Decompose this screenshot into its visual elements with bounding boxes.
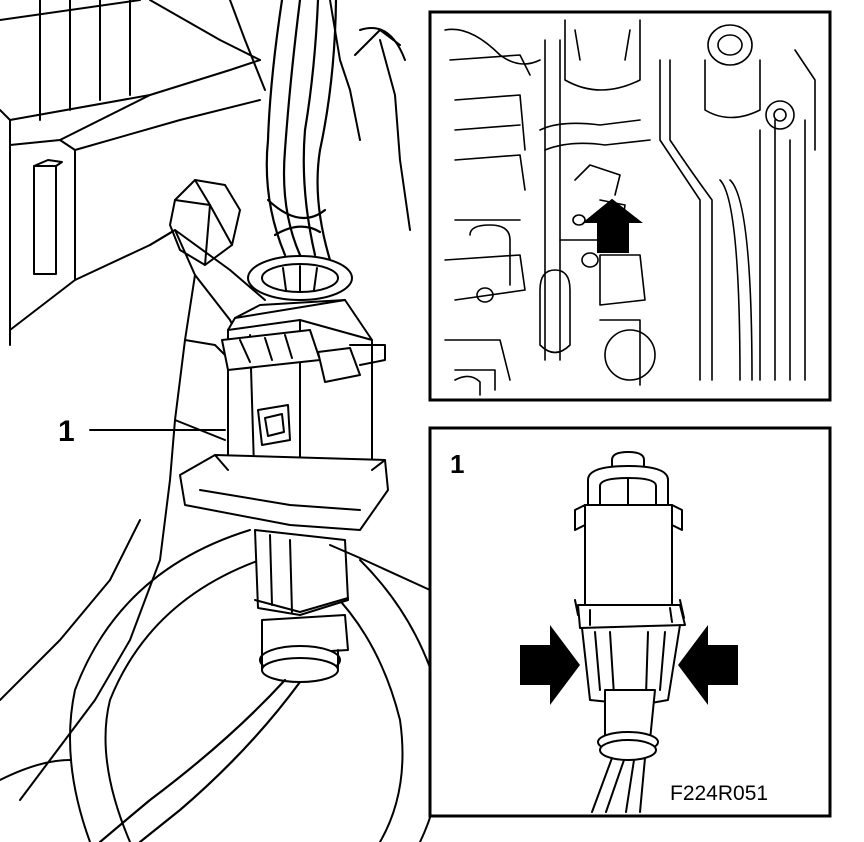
engine-block-background [0,0,411,346]
arrow-left-icon [678,625,738,705]
sensor-lower-body [254,529,349,683]
inset-leader-line [329,544,431,591]
main-engine-view [0,0,444,842]
background-hose [0,529,444,842]
bracket-tab [33,165,57,275]
inset-callout-1-label: 1 [450,449,464,479]
hex-nut [169,179,241,266]
flange-plate [179,454,389,531]
figure-id-label: F224R051 [670,782,768,805]
connector-detail-inset [428,426,832,818]
connector-collar [247,255,353,301]
arrow-right-icon [520,625,580,705]
lower-cables [98,678,302,842]
mounting-bracket [0,229,266,801]
engine-bay-inset [428,10,832,402]
engine-bay-details [444,19,816,396]
wire-harness [265,0,338,262]
engine-bay-frame [428,10,832,402]
bracket-tab-top [33,159,63,167]
arrow-up-icon [582,198,643,253]
callout-1-label: 1 [58,415,75,448]
connector-detail-drawing [574,451,686,813]
